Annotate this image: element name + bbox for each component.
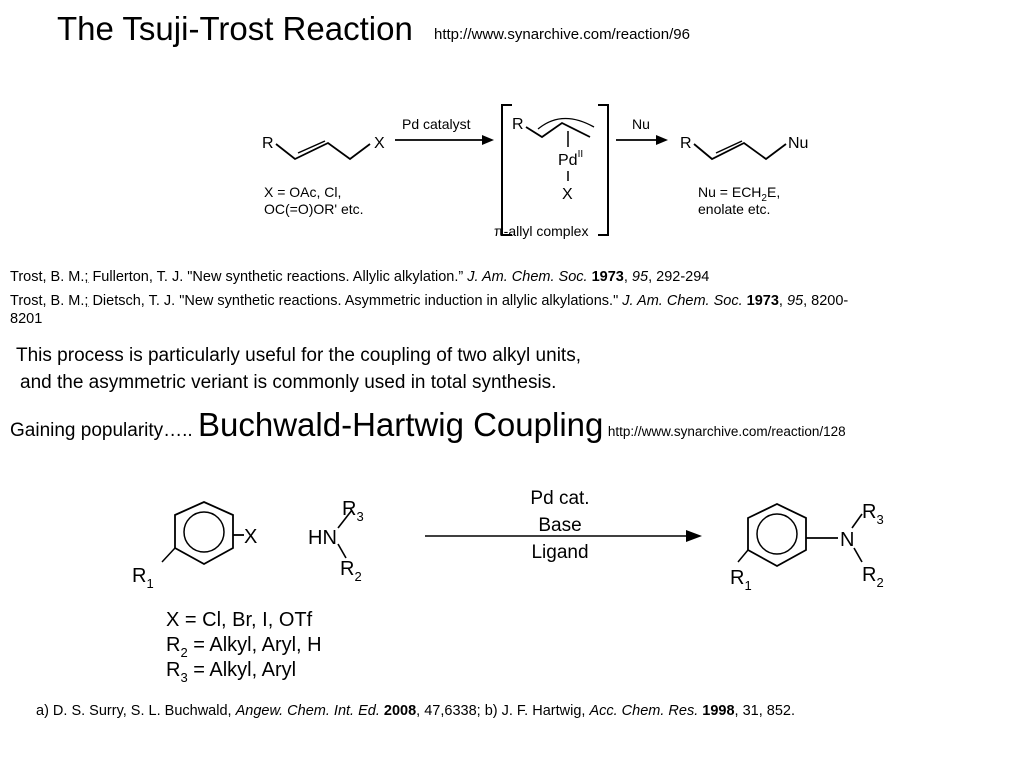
- product-r1-label: R1: [730, 567, 752, 593]
- buchwald-citation: a) D. S. Surry, S. L. Buchwald, Angew. C…: [36, 703, 795, 719]
- reactant-x-label: X: [374, 135, 385, 152]
- product-n-label: N: [840, 529, 854, 551]
- pi-allyl-complex-label: π-allyl complex: [494, 223, 588, 239]
- x-definition-line2: OC(=O)OR' etc.: [264, 201, 364, 217]
- tsuji-trost-scheme: R X X = OAc, Cl, OC(=O)OR' etc. Pd catal…: [250, 95, 820, 247]
- definition-r3: R3 = Alkyl, Aryl: [166, 659, 296, 685]
- buchwald-hartwig-title: Buchwald-Hartwig Coupling: [198, 406, 604, 443]
- arrow1-label: Pd catalyst: [402, 116, 471, 132]
- body-text-line2: and the asymmetric veriant is commonly u…: [20, 372, 557, 393]
- nu-definition-line1: Nu = ECH2E,: [698, 184, 780, 204]
- buchwald-heading-line: Gaining popularity….. Buchwald-Hartwig C…: [10, 406, 846, 450]
- product-r2-label: R2: [862, 564, 884, 590]
- body-text-line1: This process is particularly useful for …: [16, 345, 581, 366]
- reference-2-continued: 8201: [10, 311, 43, 327]
- buchwald-hartwig-scheme: X R1 HN R3 R2 Pd cat. Base Ligand N R3 R…: [132, 488, 884, 685]
- definition-r2: R2 = Alkyl, Aryl, H: [166, 634, 322, 660]
- definition-x: X = Cl, Br, I, OTf: [166, 609, 313, 631]
- product-r3-label: R3: [862, 501, 884, 527]
- complex-x-label: X: [562, 186, 573, 203]
- complex-pd-label: PdII: [558, 149, 583, 169]
- amine-r3-label: R3: [342, 498, 364, 524]
- aryl-r1-label: R1: [132, 565, 154, 591]
- reference-2: Trost, B. M.; Dietsch, T. J. "New synthe…: [10, 293, 849, 309]
- reactant-r-label: R: [262, 135, 274, 152]
- reference-1: Trost, B. M.; Fullerton, T. J. "New synt…: [10, 269, 710, 285]
- tsuji-trost-title: The Tsuji-Trost Reaction: [57, 10, 413, 47]
- right-bracket: [598, 104, 609, 236]
- gaining-popularity-text: Gaining popularity…..: [10, 420, 198, 441]
- complex-r-label: R: [512, 116, 524, 133]
- amine-hn-label: HN: [308, 527, 337, 549]
- left-bracket: [501, 104, 512, 236]
- condition-base: Base: [538, 515, 581, 536]
- aryl-x-label: X: [244, 526, 257, 548]
- tsuji-trost-url[interactable]: http://www.synarchive.com/reaction/96: [434, 26, 690, 43]
- product-r-label: R: [680, 135, 692, 152]
- product-ring: [737, 503, 838, 568]
- product-nu-label: Nu: [788, 135, 808, 152]
- condition-ligand: Ligand: [531, 542, 588, 563]
- amine-r2-label: R2: [340, 558, 362, 584]
- aryl-halide-ring: [161, 501, 244, 566]
- nu-definition-line2: enolate etc.: [698, 201, 770, 217]
- buchwald-hartwig-url[interactable]: http://www.synarchive.com/reaction/128: [607, 424, 846, 439]
- condition-pd-cat: Pd cat.: [530, 488, 589, 509]
- x-definition-line1: X = OAc, Cl,: [264, 184, 341, 200]
- arrow2-label: Nu: [632, 116, 650, 132]
